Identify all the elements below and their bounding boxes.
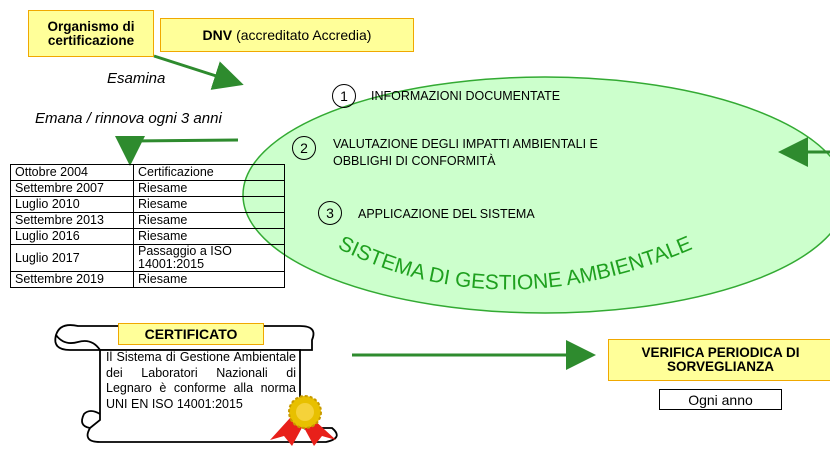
item-number-1: 1: [332, 84, 356, 108]
item-number-3: 3: [318, 201, 342, 225]
certificate-text: Il Sistema di Gestione Ambientale dei La…: [106, 350, 296, 411]
history-date: Luglio 2010: [10, 196, 134, 213]
history-date: Settembre 2013: [10, 212, 134, 229]
certification-body-box: Organismo di certificazione: [28, 10, 154, 57]
esamina-label: Esamina: [107, 70, 166, 87]
verification-frequency: Ogni anno: [659, 389, 782, 410]
history-date: Luglio 2016: [10, 228, 134, 245]
dnv-note: (accreditato Accredia): [236, 27, 372, 43]
dnv-name: DNV: [202, 27, 233, 43]
item-2-text-line2: OBBLIGHI DI CONFORMITÀ: [333, 154, 496, 168]
periodic-verification-box: VERIFICA PERIODICA DI SORVEGLIANZA: [608, 339, 830, 381]
history-event: Riesame: [133, 196, 285, 213]
certificate-title: CERTIFICATO: [118, 323, 264, 345]
arrow-esamina: [153, 54, 244, 90]
history-event: Riesame: [133, 228, 285, 245]
item-3-text: APPLICAZIONE DEL SISTEMA: [358, 207, 535, 221]
history-event: Riesame: [133, 180, 285, 197]
history-event: Riesame: [133, 271, 285, 288]
history-date: Settembre 2019: [10, 271, 134, 288]
item-number-2: 2: [292, 136, 316, 160]
history-event: Certificazione: [133, 164, 285, 181]
history-event: Riesame: [133, 212, 285, 229]
emana-label: Emana / rinnova ogni 3 anni: [35, 110, 222, 127]
item-1-text: INFORMAZIONI DOCUMENTATE: [371, 89, 561, 103]
history-date: Settembre 2007: [10, 180, 134, 197]
seal-icon: [270, 395, 336, 446]
dnv-box: DNV (accreditato Accredia): [160, 18, 414, 52]
periodic-verification-label: VERIFICA PERIODICA DI SORVEGLIANZA: [641, 345, 800, 374]
arrow-emana: [129, 138, 239, 143]
history-date: Luglio 2017: [10, 244, 134, 272]
history-event: Passaggio a ISO 14001:2015: [133, 244, 285, 272]
certification-body-label: Organismo di certificazione: [47, 18, 135, 48]
item-2-text: VALUTAZIONE DEGLI IMPATTI AMBIENTALI E O…: [333, 136, 598, 170]
history-date: Ottobre 2004: [10, 164, 134, 181]
item-2-text-line1: VALUTAZIONE DEGLI IMPATTI AMBIENTALI E: [333, 137, 598, 151]
